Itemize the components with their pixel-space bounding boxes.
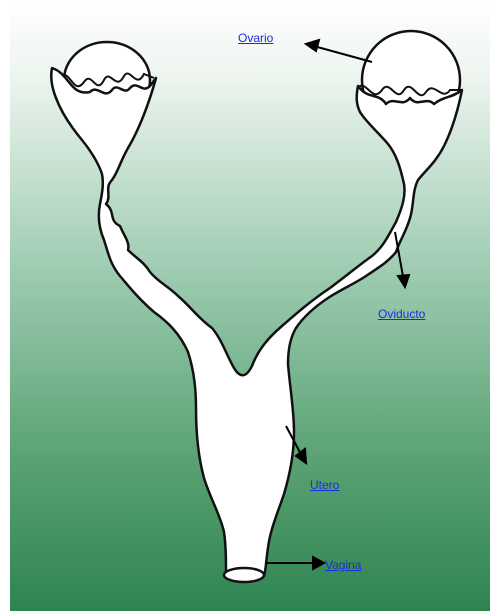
label-oviducto[interactable]: Oviducto <box>378 307 425 321</box>
label-utero[interactable]: Utero <box>310 478 339 492</box>
vaginal-opening <box>224 568 264 582</box>
label-vagina[interactable]: Vagina <box>325 558 361 572</box>
label-ovario[interactable]: Ovario <box>238 31 273 45</box>
